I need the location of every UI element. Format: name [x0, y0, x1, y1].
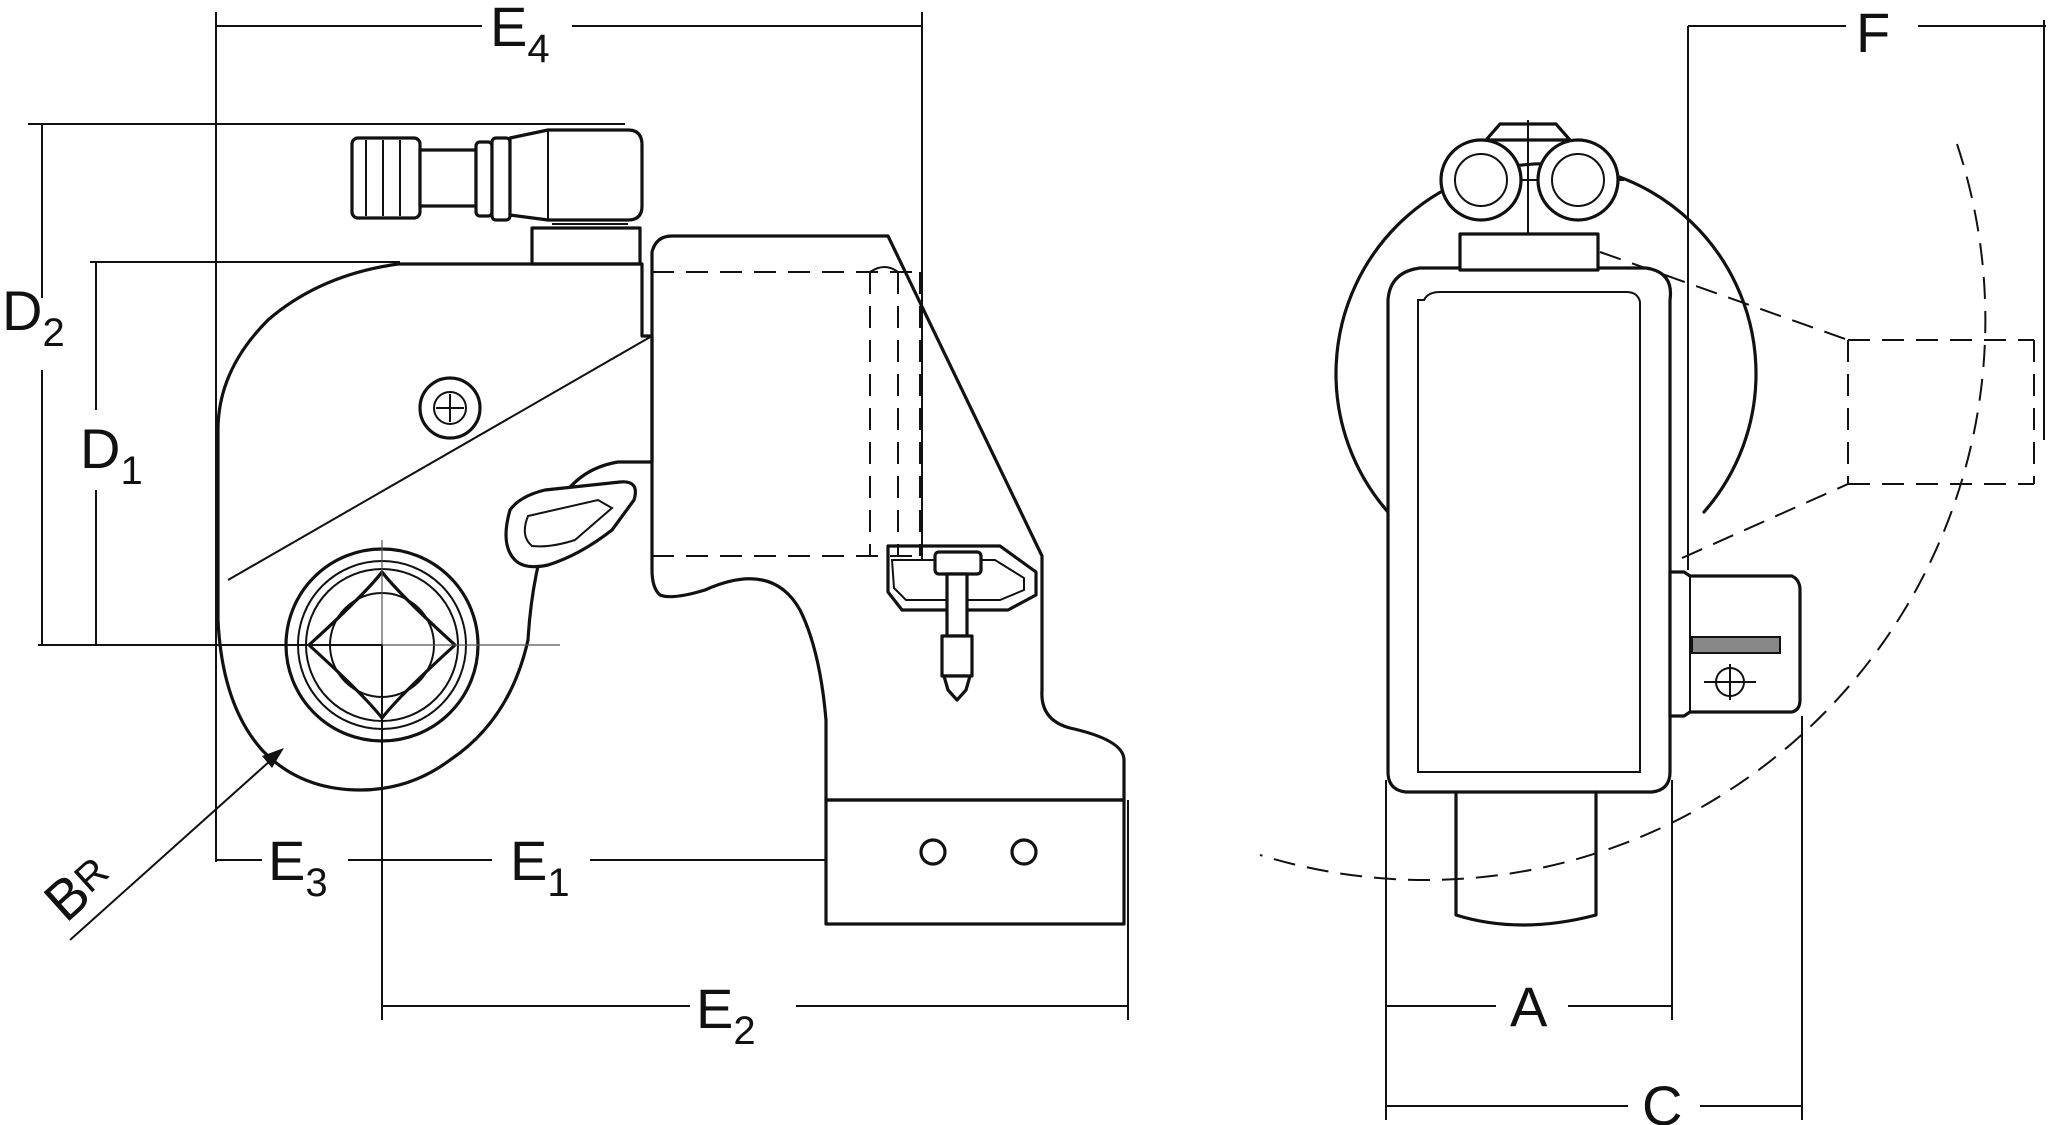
cylinder-body	[650, 234, 1126, 926]
label-e2: E2	[696, 977, 756, 1053]
front-view	[1259, 120, 2035, 927]
swivel-coupling	[350, 123, 644, 266]
ratchet-housing	[216, 262, 654, 792]
dimension-lines	[28, 12, 2046, 1120]
front-reaction-side	[1668, 570, 1802, 718]
front-drive-square	[1454, 790, 1598, 927]
label-f: F	[1856, 1, 1890, 64]
label-c: C	[1642, 1074, 1682, 1125]
side-view	[216, 123, 1126, 926]
label-e1: E1	[510, 829, 570, 905]
label-d2: D2	[2, 279, 65, 355]
label-br: BR	[32, 842, 123, 933]
label-a: A	[1510, 975, 1548, 1038]
label-e4: E4	[490, 0, 550, 71]
label-e3: E3	[268, 829, 328, 905]
swing-radius-arc	[1259, 143, 1987, 881]
front-body	[1386, 266, 1673, 794]
front-swivel	[1439, 120, 1624, 234]
label-d1: D1	[80, 417, 143, 493]
front-top-block	[1458, 232, 1600, 272]
